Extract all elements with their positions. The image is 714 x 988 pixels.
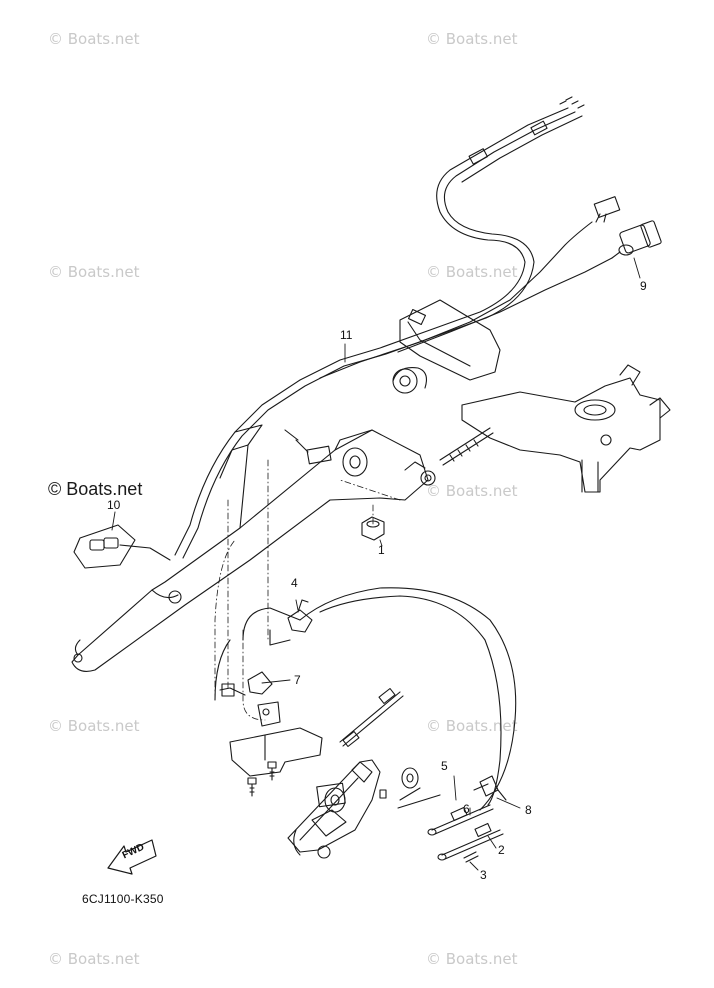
watermark: © Boats.net [426,950,518,968]
callout-3: 3 [480,868,487,882]
callout-11: 11 [340,328,353,342]
lower-bracket [229,701,323,777]
shift-link [339,687,404,748]
steering-arm [461,364,671,493]
upper-bracket [392,299,501,394]
tiller-handle [71,424,436,672]
watermark: © Boats.net [48,30,140,48]
stud-bolt [439,427,494,466]
watermark: © Boats.net [48,717,140,735]
connector-9 [611,220,662,259]
callout-6: 6 [463,802,470,816]
pin-3 [463,851,479,863]
watermark: © Boats.net [426,263,518,281]
handle-connector [284,429,332,465]
watermark: © Boats.net [48,950,140,968]
cable-loop [214,587,517,811]
fwd-arrow-icon [107,839,157,875]
clip-8 [473,775,507,801]
throttle-shift-cables [174,96,585,559]
leader-lines [111,257,641,871]
wire-harness [319,196,621,379]
callout-8: 8 [525,803,532,817]
watermark: © Boats.net [426,717,518,735]
rod-6 [437,822,504,861]
screws [247,761,277,797]
callout-2: 2 [498,843,505,857]
callout-4: 4 [291,576,298,590]
clamp-7 [219,671,273,697]
watermark: © Boats.net [48,263,140,281]
watermark: © Boats.net [426,30,518,48]
callout-7: 7 [294,673,301,687]
diagram-code: 6CJ1100-K350 [82,892,164,906]
callout-9: 9 [640,279,647,293]
shift-mechanism [287,759,441,859]
clamp-4 [269,599,313,646]
watermark-prominent: © Boats.net [48,479,143,499]
callout-10: 10 [107,498,121,512]
callout-1: 1 [378,543,385,557]
rod-5 [427,804,494,836]
callout-5: 5 [441,759,448,773]
stop-switch-10 [73,524,171,569]
watermark: © Boats.net [426,482,518,500]
